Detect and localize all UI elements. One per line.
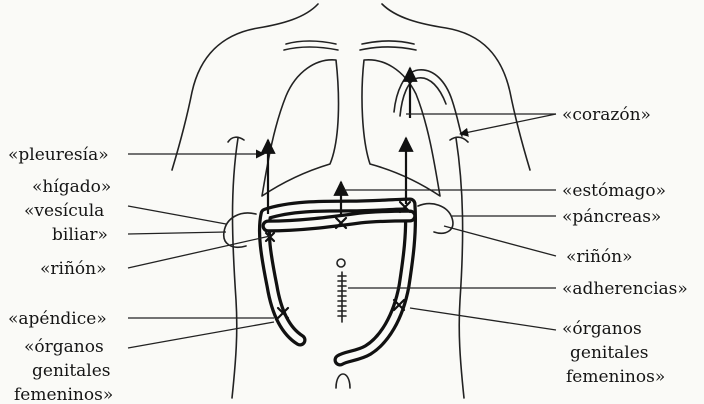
label-organos-right-line3: femeninos» [566,367,665,387]
label-rinon-right: «riñón» [566,247,633,267]
label-pancreas: «páncreas» [562,207,661,227]
label-vesicula-line1: «vesícula [24,201,104,221]
label-organos-left-line3: femeninos» [14,385,113,404]
label-rinon-left: «riñón» [40,259,107,279]
label-apendice: «apéndice» [8,309,107,329]
label-corazon: «corazón» [562,105,651,125]
label-estomago: «estómago» [562,181,666,201]
label-adherencias: «adherencias» [562,279,688,299]
label-vesicula-line2: biliar» [52,225,108,245]
adhesion-scar [338,272,346,322]
label-organos-left-line1: «órganos [24,337,104,357]
label-organos-right-line1: «órganos [562,319,642,339]
label-pleuresia: «pleuresía» [8,145,109,165]
label-higado: «hígado» [32,177,111,197]
label-organos-left-line2: genitales [32,361,111,381]
liver-loop-left [224,213,256,247]
leader-lines-left [128,154,274,348]
label-organos-right-line2: genitales [570,343,649,363]
liver-loop-right [418,204,453,234]
